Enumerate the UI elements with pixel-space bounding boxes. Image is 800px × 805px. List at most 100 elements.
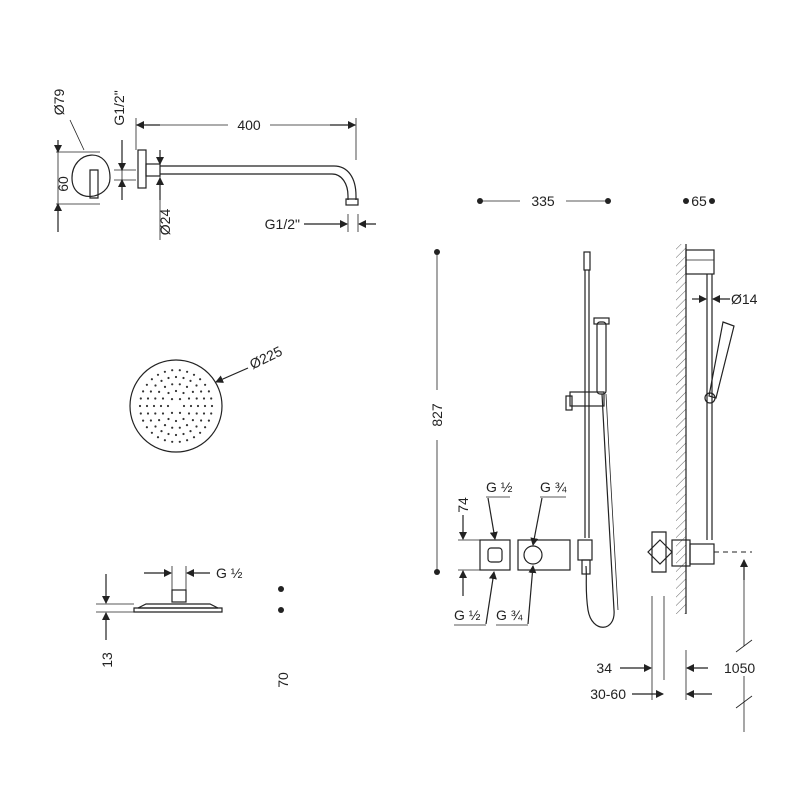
nozzle-dot — [195, 384, 198, 387]
dim-label-335: 335 — [531, 193, 555, 209]
nozzle-dot — [139, 397, 142, 400]
nozzle-dot — [210, 397, 213, 400]
round-head-outline — [129, 359, 223, 453]
nozzle-dot — [163, 424, 167, 427]
nozzle-dot — [204, 426, 207, 429]
nozzle-dot — [146, 397, 150, 400]
nozzle-dot — [163, 385, 167, 388]
nozzle-dot — [158, 390, 161, 393]
nozzle-dot — [156, 373, 160, 376]
dim-label-thread-arm-end: G1/2" — [265, 216, 300, 232]
nozzle-dot — [149, 390, 152, 393]
nozzle-dot — [191, 419, 194, 422]
head-nozzles — [138, 369, 214, 443]
side-handshower — [708, 321, 735, 399]
nozzle-dot — [145, 426, 148, 429]
nozzle-dot — [200, 419, 203, 422]
side-outlet — [689, 543, 715, 565]
slide-bar-side-view: 65 Ø14 34 30-60 — [590, 193, 758, 732]
nozzle-dot — [166, 404, 170, 408]
valve-inlet-top-left: G ½ — [486, 479, 513, 495]
nozzle-dot — [171, 383, 174, 386]
escutcheon-stem — [89, 169, 99, 199]
dim-label-thread-top: G1/2" — [111, 90, 127, 125]
nozzle-dot — [170, 411, 174, 414]
nozzle-dot — [178, 383, 181, 386]
nozzle-dot — [182, 376, 185, 380]
bar-top-bracket — [583, 251, 591, 271]
nozzle-dot — [174, 419, 178, 423]
nozzle-dot — [203, 404, 207, 408]
nozzle-dot — [200, 390, 203, 393]
valve-right — [517, 539, 571, 571]
nozzle-dot — [186, 370, 189, 373]
nozzle-dot — [163, 370, 166, 373]
nozzle-dot — [145, 383, 148, 386]
valve-outlet-bottom-right: G ¾ — [496, 607, 523, 623]
nozzle-dot — [171, 440, 174, 443]
wall-hatch — [676, 244, 686, 614]
dim-label-70: 70 — [275, 672, 291, 688]
nozzle-dot — [187, 397, 191, 400]
nozzle-dot — [138, 404, 142, 408]
nozzle-dot — [178, 440, 181, 443]
nozzle-dot — [161, 412, 165, 415]
nozzle-dot — [146, 412, 150, 415]
dim-label-30-60: 30-60 — [590, 686, 626, 702]
nozzle-dot — [171, 369, 174, 372]
nozzle-dot — [185, 424, 189, 427]
nozzle-dot — [207, 419, 210, 422]
nozzle-dot — [150, 431, 153, 434]
dim-label-diameter-225: Ø225 — [247, 343, 285, 372]
nozzle-dot — [156, 436, 160, 439]
dim-label-827: 827 — [429, 403, 445, 427]
dim-label-13: 13 — [99, 652, 115, 668]
nozzle-dot — [195, 412, 198, 415]
dim-label-diameter-79: Ø79 — [51, 89, 67, 116]
nozzle-dot — [202, 412, 206, 415]
nozzle-dot — [154, 397, 157, 400]
nozzle-dot — [154, 425, 157, 428]
nozzle-dot — [182, 404, 186, 408]
nozzle-dot — [161, 397, 165, 400]
nozzle-dot — [170, 398, 174, 401]
slide-bar-front-view: 335 827 74 G ½ — [429, 193, 619, 628]
nozzle-dot — [182, 391, 185, 395]
dim-label-60: 60 — [55, 176, 71, 192]
valve-left — [479, 539, 511, 571]
handshower — [596, 321, 607, 395]
nozzle-dot — [139, 412, 142, 415]
nozzle-dot — [195, 425, 198, 428]
nozzle-dot — [210, 404, 214, 408]
nozzle-dot — [160, 430, 163, 433]
nozzle-dot — [160, 379, 163, 382]
hose — [585, 393, 615, 628]
nozzle-dot — [178, 369, 181, 372]
nozzle-dot — [182, 432, 185, 436]
valve-outlet-bottom-left: G ½ — [454, 607, 481, 623]
nozzle-dot — [171, 426, 174, 429]
nozzle-dot — [195, 397, 198, 400]
arm-flange — [137, 149, 147, 189]
nozzle-dot — [174, 433, 178, 437]
nozzle-dot — [174, 389, 178, 393]
side-top-bracket — [685, 249, 715, 275]
nozzle-dot — [192, 373, 196, 376]
nozzle-dot — [187, 412, 191, 415]
nozzle-dot — [152, 404, 156, 408]
wall-outlet — [577, 539, 593, 561]
nozzle-dot — [199, 431, 202, 434]
nozzle-dot — [149, 419, 152, 422]
nozzle-dot — [150, 378, 153, 381]
nozzle-dot — [189, 404, 193, 408]
nozzle-dot — [167, 432, 170, 436]
nozzle-dot — [196, 404, 200, 408]
head-connector — [171, 589, 187, 603]
nozzle-dot — [178, 411, 182, 414]
nozzle-dot — [182, 417, 185, 421]
head-side-view: G ½ 13 70 — [96, 565, 291, 688]
nozzle-dot — [167, 376, 170, 380]
nozzle-dot — [167, 417, 170, 421]
dim-label-diameter-14: Ø14 — [731, 291, 758, 307]
